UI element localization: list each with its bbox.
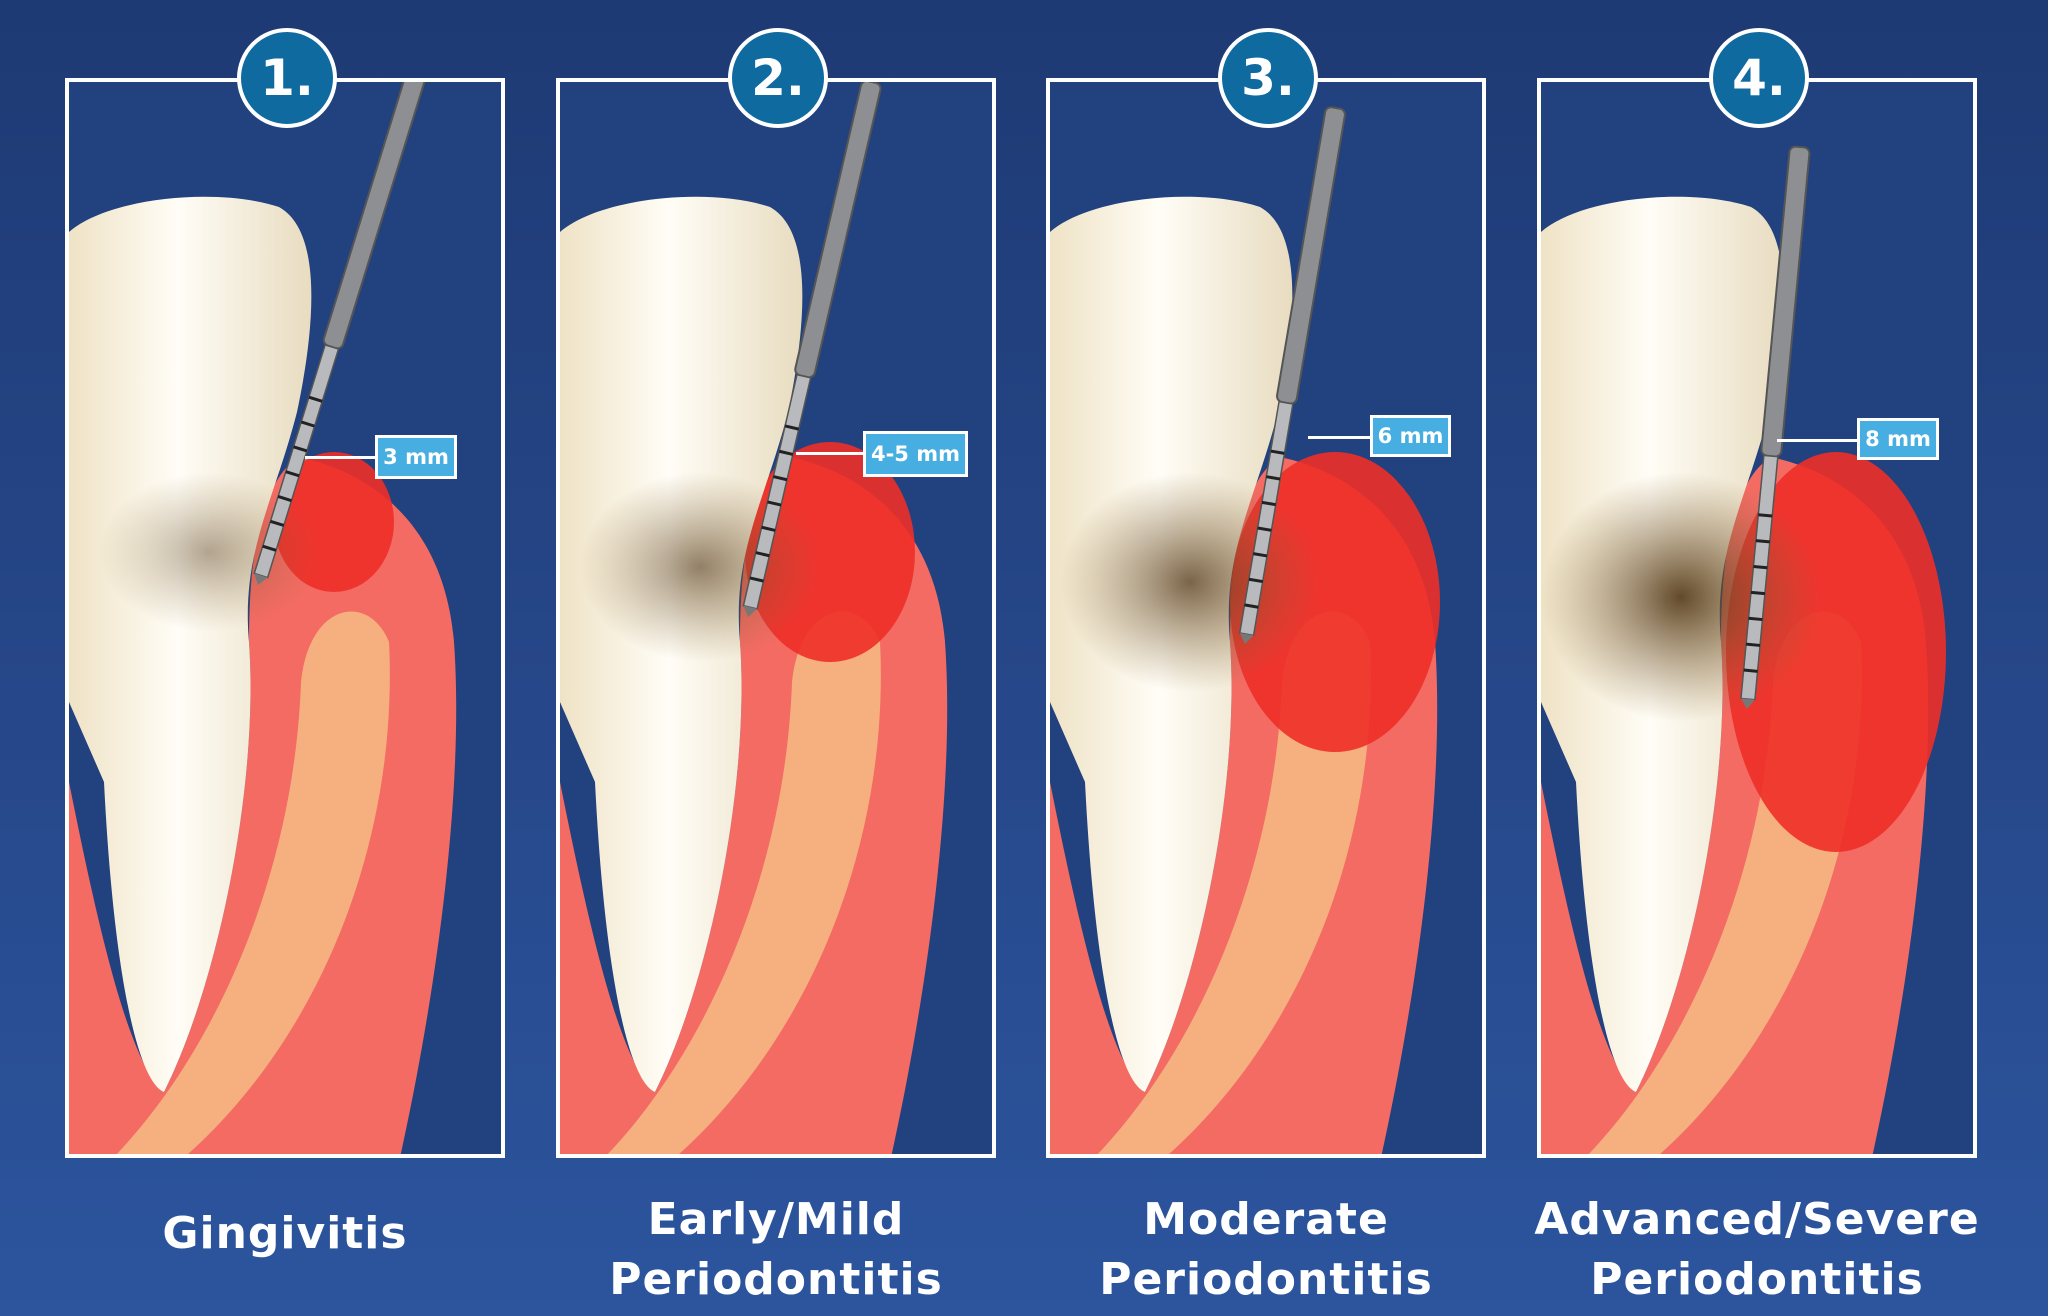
tartar [1541,472,1821,722]
stage-number-badge: 1. [237,28,337,128]
stage-name: Gingivitis [162,1208,408,1259]
stage-illustration-panel [1537,78,1977,1158]
bone [1097,611,1371,1154]
periodontal-probe [253,82,432,585]
tartar [580,472,820,662]
periodontal-probe [1740,145,1811,710]
stage-number-badge: 3. [1218,28,1318,128]
pocket-depth-label: 8 mm [1857,418,1939,460]
stage-illustration-panel [556,78,996,1158]
pocket-depth-label: 4-5 mm [863,431,968,477]
tooth [69,196,312,1092]
bone [116,611,390,1154]
pointer-line [305,456,375,459]
stage-number-badge: 2. [728,28,828,128]
periodontal-probe [742,82,882,617]
pointer-line [1777,439,1857,442]
bone [607,611,881,1154]
pointer-line [1308,436,1370,439]
periodontal-probe [1238,106,1346,645]
tartar [1060,472,1320,692]
pocket-depth-label: 3 mm [375,435,457,479]
pocket-depth-label: 6 mm [1370,415,1451,457]
tartar [99,472,319,632]
stage-illustration-panel [1046,78,1486,1158]
pointer-line [796,452,863,455]
stage-illustration-panel [65,78,505,1158]
stage-number-badge: 4. [1709,28,1809,128]
